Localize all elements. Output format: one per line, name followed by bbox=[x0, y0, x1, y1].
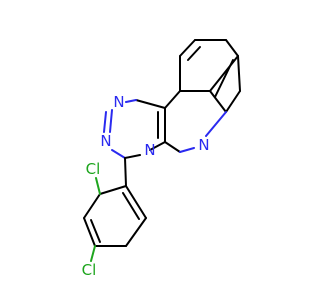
bond bbox=[225, 90, 241, 113]
atom-label-cl: Cl bbox=[82, 261, 97, 279]
bond bbox=[164, 90, 181, 109]
bond bbox=[90, 219, 101, 243]
triazole-ring bbox=[103, 99, 166, 159]
bond bbox=[125, 185, 147, 219]
atom-label-n: N bbox=[113, 93, 124, 111]
bond bbox=[164, 141, 181, 153]
bond bbox=[109, 109, 113, 133]
bond bbox=[99, 185, 127, 195]
bond bbox=[209, 90, 227, 113]
bond bbox=[205, 111, 227, 137]
bond bbox=[125, 217, 147, 247]
bond bbox=[125, 99, 137, 103]
bond bbox=[124, 154, 141, 159]
bond bbox=[179, 147, 195, 153]
bond bbox=[179, 39, 196, 57]
bond bbox=[225, 39, 239, 57]
bond bbox=[103, 111, 107, 133]
dichlorophenyl-ring bbox=[83, 157, 147, 262]
bond bbox=[237, 55, 241, 92]
bond bbox=[214, 59, 234, 98]
bond bbox=[124, 157, 127, 187]
bond bbox=[90, 245, 96, 262]
atom-label-cl: Cl bbox=[86, 160, 101, 178]
bond bbox=[187, 46, 201, 61]
benzo-ring bbox=[179, 39, 241, 113]
bond bbox=[95, 177, 101, 195]
bond bbox=[149, 141, 166, 151]
bond bbox=[122, 192, 140, 220]
bond bbox=[83, 217, 96, 247]
bond bbox=[135, 99, 166, 109]
molecule-drawing: N N N N Cl Cl bbox=[82, 39, 241, 279]
atom-label-n: N bbox=[198, 136, 209, 154]
bond bbox=[209, 55, 239, 92]
bond bbox=[83, 193, 101, 219]
bond bbox=[111, 149, 126, 159]
atom-label-n: N bbox=[100, 132, 111, 150]
structure-canvas: N N N N Cl Cl bbox=[81, 39, 241, 279]
pyrimidine-ring bbox=[157, 90, 227, 153]
atom-label-n: N bbox=[144, 141, 155, 159]
